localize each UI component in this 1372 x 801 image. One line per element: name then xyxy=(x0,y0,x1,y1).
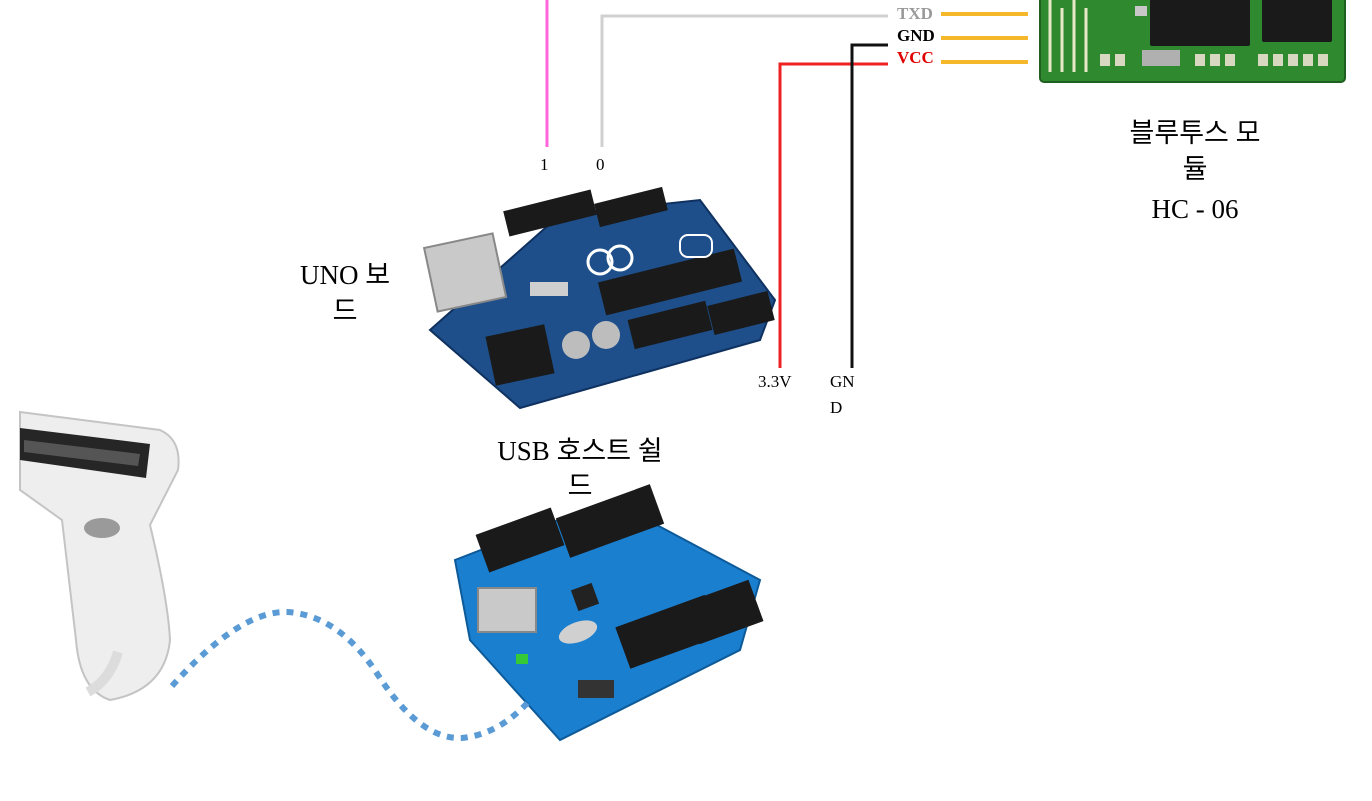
uno-board-label-line2: 드 xyxy=(332,296,358,326)
usb-shield-label-line2: 드 xyxy=(567,471,593,501)
uno-pin-33v-label: 3.3V xyxy=(758,372,792,391)
bt-module-model: HC - 06 xyxy=(1151,194,1239,224)
bluetooth-module-image xyxy=(1039,0,1346,83)
uno-pin-0-label: 0 xyxy=(596,155,605,174)
usb-host-shield-image xyxy=(453,484,764,742)
bt-module-label-line2: 듈 xyxy=(1182,154,1208,184)
bt-module-label-line1: 블루투스 모 xyxy=(1129,118,1261,148)
uno-board-image xyxy=(422,186,777,410)
usb-cable-dotted xyxy=(169,608,533,742)
uno-pin-1-label: 1 xyxy=(540,155,549,174)
bt-pin-txd-label: TXD xyxy=(897,4,933,23)
bt-pin-vcc-label: VCC xyxy=(897,48,934,67)
wire-red-vcc xyxy=(778,62,888,368)
uno-board-label-line1: UNO 보 xyxy=(299,260,391,290)
uno-pin-gnd-label-line1: GN xyxy=(830,372,855,391)
wire-grey-txd xyxy=(600,14,888,147)
wire-black-gnd xyxy=(850,43,888,368)
barcode-scanner-image xyxy=(19,410,180,702)
usb-shield-label-line1: USB 호스트 쉴 xyxy=(497,436,663,466)
wires xyxy=(545,0,1028,368)
bt-pin-gnd-label: GND xyxy=(897,26,935,45)
uno-pin-gnd-label-line2: D xyxy=(830,398,843,417)
